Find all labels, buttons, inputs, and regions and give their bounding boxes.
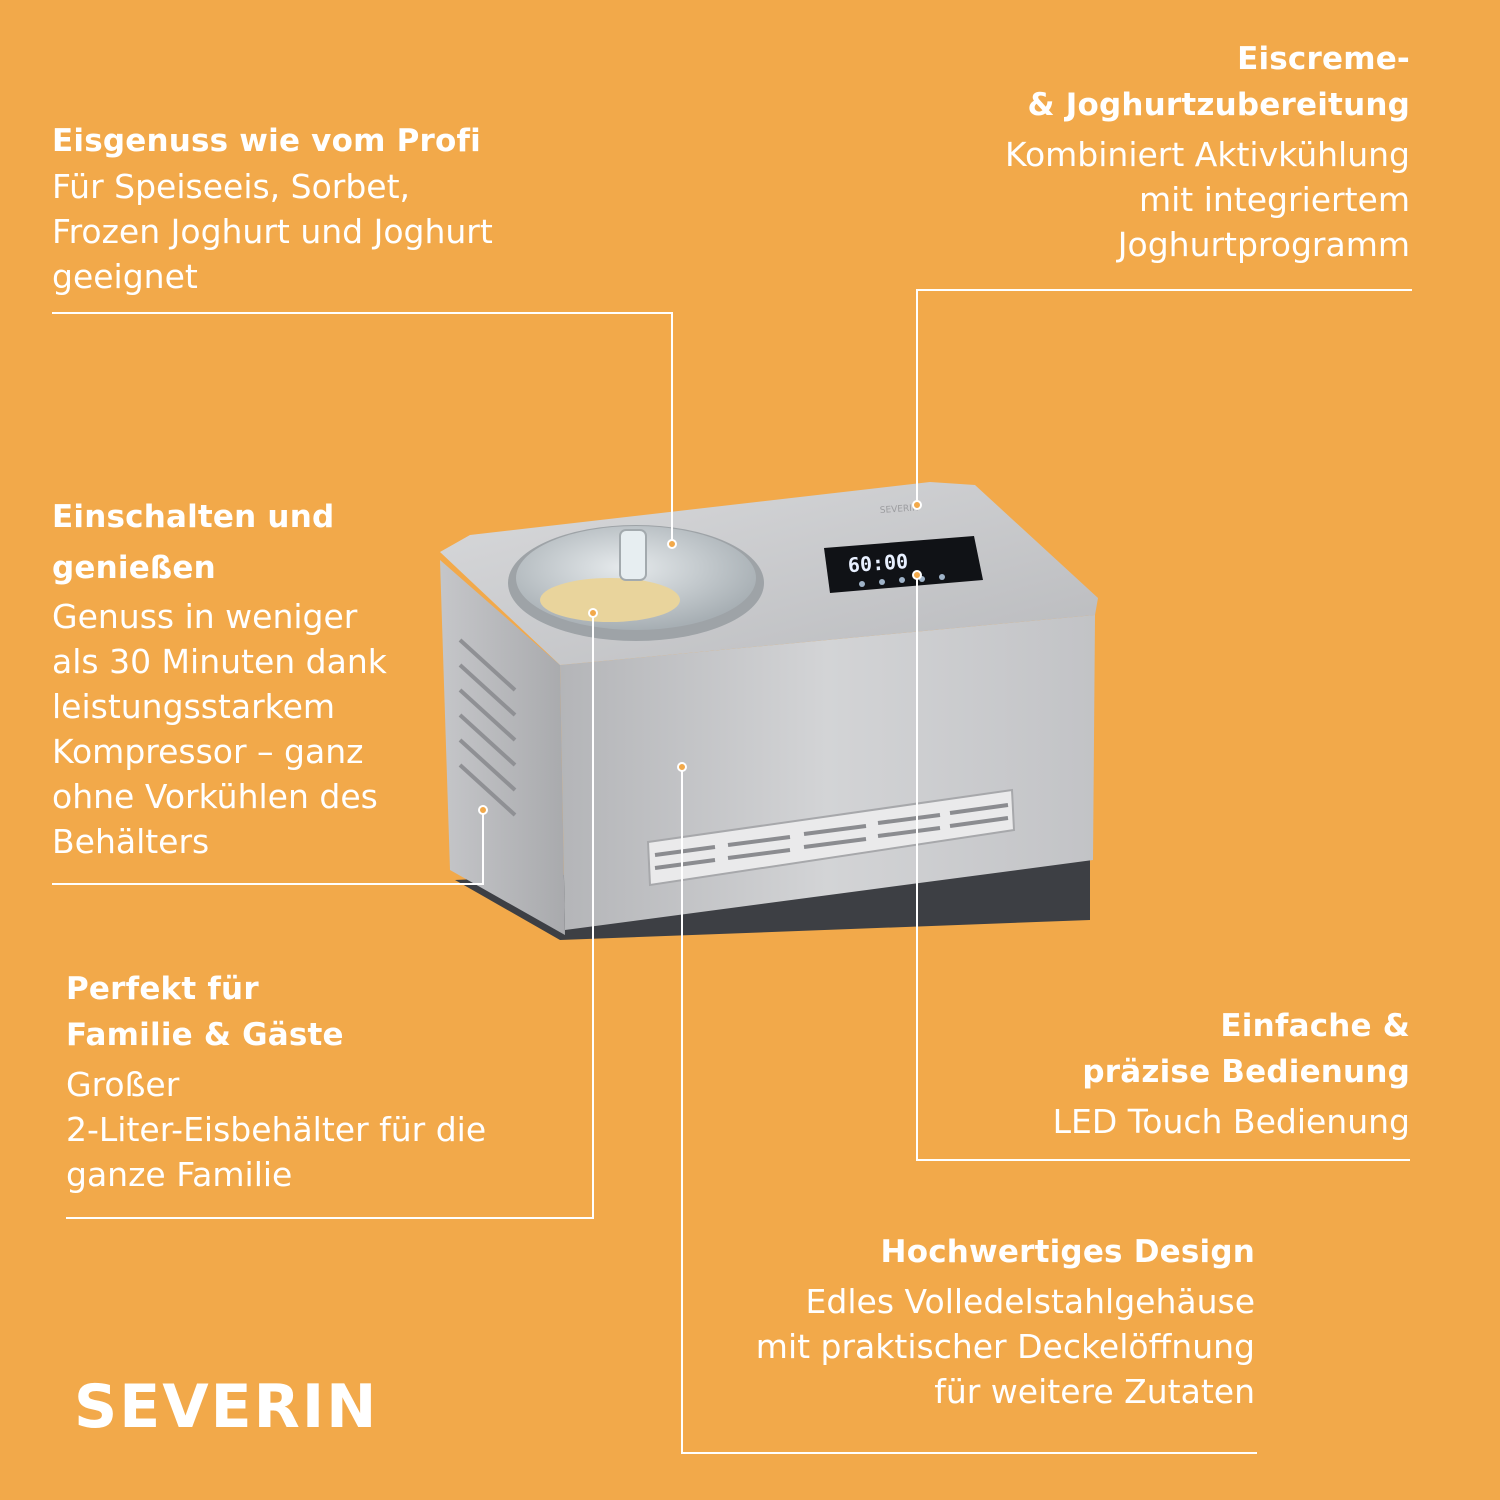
ice-cream-content (540, 578, 680, 622)
feature-familie: Perfekt für Familie & Gäste Großer 2-Lit… (66, 966, 586, 1197)
callout-line-joghurt (916, 289, 1412, 505)
callout-line-bedienung (916, 575, 1410, 1161)
callout-dot-bedienung (912, 570, 922, 580)
feature-bedienung-text: LED Touch Bedienung (1052, 1102, 1410, 1141)
lid-opening (619, 529, 647, 581)
feature-design-title: Hochwertiges Design (880, 1234, 1255, 1270)
feature-joghurt: Eiscreme- & Joghurtzubereitung Kombinier… (850, 36, 1410, 267)
feature-design-text: Edles Volledelstahlgehäuse mit praktisch… (755, 1282, 1255, 1411)
feature-einschalten-title: Einschalten und genießen (52, 499, 335, 586)
display-time: 60:00 (847, 549, 909, 577)
callout-line-profi (52, 312, 673, 543)
callout-dot-einschalten (478, 805, 488, 815)
panel-buttons (859, 574, 945, 587)
feature-einschalten-text: Genuss in weniger als 30 Minuten dank le… (52, 597, 387, 861)
callout-dot-familie (588, 608, 598, 618)
feature-profi-title: Eisgenuss wie vom Profi (52, 123, 482, 159)
feature-einschalten: Einschalten und genießen Genuss in wenig… (52, 492, 472, 864)
feature-design: Hochwertiges Design Edles Volledelstahlg… (695, 1229, 1255, 1414)
feature-familie-text: Großer 2-Liter-Eisbehälter für die ganze… (66, 1065, 487, 1194)
severin-logo: SEVERIN (74, 1372, 379, 1442)
machine-side-panel (440, 560, 565, 935)
front-vents (654, 803, 1009, 870)
callout-dot-profi (667, 539, 677, 549)
callout-line-design (681, 767, 1257, 1454)
feature-bedienung: Einfache & präzise Bedienung LED Touch B… (930, 1003, 1410, 1144)
front-vent-frame (646, 788, 1016, 887)
feature-profi: Eisgenuss wie vom Profi Für Speiseeis, S… (52, 118, 672, 299)
side-vents (458, 638, 517, 817)
callout-dot-design (677, 762, 687, 772)
callout-line-einschalten (52, 810, 484, 885)
feature-profi-text: Für Speiseeis, Sorbet, Frozen Joghurt un… (52, 167, 493, 296)
feature-joghurt-title: Eiscreme- & Joghurtzubereitung (1027, 41, 1410, 123)
callout-dot-joghurt (912, 500, 922, 510)
feature-familie-title: Perfekt für Familie & Gäste (66, 971, 344, 1053)
panel-brand: SEVERIN (880, 503, 919, 516)
feature-bedienung-title: Einfache & präzise Bedienung (1082, 1008, 1410, 1090)
feature-joghurt-text: Kombiniert Aktivkühlung mit integriertem… (1004, 135, 1410, 264)
callout-line-familie (66, 613, 594, 1219)
